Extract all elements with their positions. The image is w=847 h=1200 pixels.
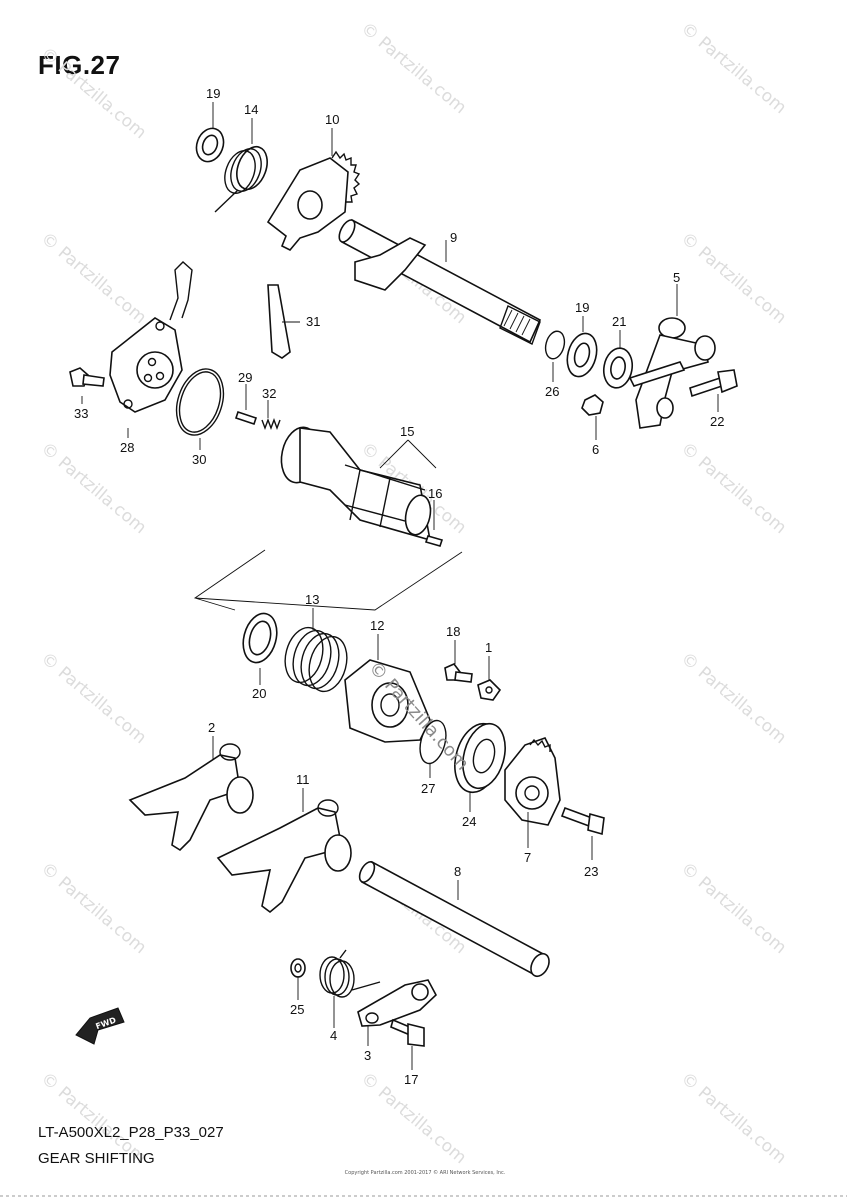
part-bolt-17	[390, 1018, 425, 1047]
part-number: 29	[238, 370, 252, 385]
watermark: © Partzilla.com	[357, 19, 470, 119]
part-stopper-arm-3	[357, 979, 437, 1027]
part-shift-cam-15	[280, 426, 432, 542]
section-title: GEAR SHIFTING	[38, 1150, 155, 1167]
model-code: LT-A500XL2_P28_P33_027	[38, 1124, 224, 1141]
figure-title: FIG.27	[38, 50, 121, 80]
part-number: 25	[290, 1002, 304, 1017]
part-shift-arm-10	[266, 150, 361, 251]
part-shift-lever-5	[628, 317, 716, 429]
part-nut-6	[581, 394, 604, 416]
watermark: © Partzilla.com	[677, 229, 790, 329]
part-shift-fork-11	[216, 799, 352, 914]
part-shift-shaft-9	[338, 218, 542, 345]
part-number: 7	[524, 850, 531, 865]
watermark: © Partzilla.com	[677, 649, 790, 749]
part-number: 31	[306, 314, 320, 329]
part-number: 9	[450, 230, 457, 245]
part-number: 21	[612, 314, 626, 329]
part-number: 3	[364, 1048, 371, 1063]
part-number: 23	[584, 864, 598, 879]
watermark: © Partzilla.com	[37, 44, 150, 144]
part-washer-19-right	[566, 332, 598, 378]
part-spring-14	[214, 145, 268, 213]
watermark: © Partzilla.com	[677, 1069, 790, 1169]
part-stopper-12	[344, 659, 431, 743]
part-numbers: 19 14 10 9 31 5 19 21 33 28 30 29 32 26 …	[74, 86, 724, 1087]
part-number: 28	[120, 440, 134, 455]
part-number: 22	[710, 414, 724, 429]
part-spring-4	[319, 949, 381, 998]
fwd-direction-arrow: FWD	[75, 1007, 125, 1045]
part-number: 32	[262, 386, 276, 401]
part-number: 2	[208, 720, 215, 735]
part-number: 24	[462, 814, 476, 829]
part-number: 20	[252, 686, 266, 701]
part-circlip-27	[419, 719, 447, 765]
part-number: 15	[400, 424, 414, 439]
part-fork-shaft-8	[358, 860, 550, 978]
part-number: 30	[192, 452, 206, 467]
part-number: 5	[673, 270, 680, 285]
part-number: 18	[446, 624, 460, 639]
part-gear-7	[504, 737, 561, 826]
watermark: © Partzilla.com	[37, 859, 150, 959]
part-o-ring-30	[175, 368, 225, 436]
part-clip-31	[267, 284, 291, 359]
part-bolt-33	[69, 367, 105, 387]
part-number: 13	[305, 592, 319, 607]
part-bearing-24	[454, 722, 506, 794]
part-number: 10	[325, 112, 339, 127]
part-number: 26	[545, 384, 559, 399]
part-number: 8	[454, 864, 461, 879]
watermark: © Partzilla.com	[37, 229, 150, 329]
part-number: 33	[74, 406, 88, 421]
watermark: © Partzilla.com	[37, 649, 150, 749]
part-pin-16	[424, 535, 444, 547]
part-shift-fork-2	[128, 743, 254, 852]
part-bolt-22	[689, 369, 738, 398]
part-number: 16	[428, 486, 442, 501]
part-number: 6	[592, 442, 599, 457]
part-oil-seal-21	[602, 347, 634, 389]
part-number: 19	[206, 86, 220, 101]
part-number: 17	[404, 1072, 418, 1087]
part-number: 19	[575, 300, 589, 315]
part-bolt-18	[444, 663, 473, 683]
part-washer-1	[477, 679, 502, 701]
watermark: © Partzilla.com	[677, 19, 790, 119]
part-bolt-23	[560, 806, 605, 836]
copyright-notice: Copyright Partzilla.com 2001-2017 © ARI …	[344, 1170, 506, 1176]
leader-lines	[81, 102, 719, 1070]
watermark: © Partzilla.com	[677, 859, 790, 959]
part-cover-28	[109, 261, 193, 413]
part-number: 14	[244, 102, 258, 117]
part-number: 1	[485, 640, 492, 655]
part-number: 4	[330, 1028, 337, 1043]
assembly-bracket	[193, 549, 463, 611]
part-number: 11	[296, 772, 310, 787]
part-number: 27	[421, 781, 435, 796]
part-spring-13	[284, 626, 348, 693]
watermark: © Partzilla.com	[677, 439, 790, 539]
part-washer-20	[242, 612, 278, 664]
part-circlip-26	[544, 330, 566, 360]
part-number: 12	[370, 618, 384, 633]
part-pin-29	[234, 410, 258, 426]
part-spring-32	[261, 418, 281, 430]
part-washer-25	[290, 958, 306, 978]
part-washer-19	[195, 127, 225, 163]
